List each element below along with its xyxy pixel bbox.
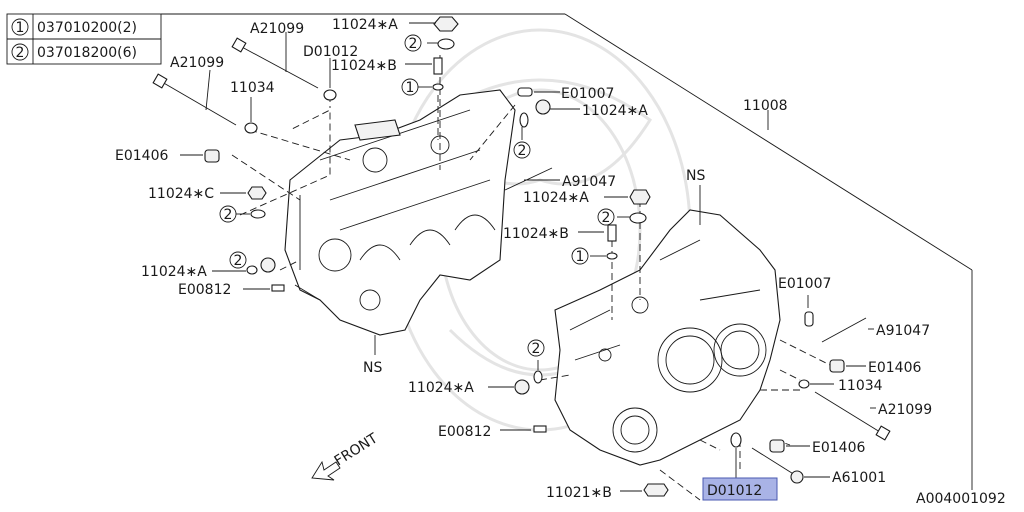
label-11024a-upper-right: 11024∗A — [582, 103, 648, 119]
nut-11024a-mid — [629, 189, 651, 205]
frame-lines — [161, 13, 973, 490]
bolt-11024b-mid — [607, 224, 617, 242]
label-11024b-top: 11024∗B — [331, 58, 397, 74]
oring-top — [432, 83, 444, 91]
callout-labels: A21099 A21099 11034 D01012 11024∗A 11024… — [115, 17, 1006, 507]
long-bolt-top — [231, 37, 319, 89]
front-label: FRONT — [332, 430, 381, 469]
long-bolt-left — [152, 73, 237, 126]
label-ns-right: NS — [686, 168, 705, 184]
label-e01007-top: E01007 — [561, 86, 614, 102]
dowel-e01007-top — [517, 87, 533, 97]
circle-2-b: 2 — [224, 207, 233, 223]
washer-11024c — [250, 209, 266, 219]
label-a21099-right: A21099 — [878, 402, 932, 418]
washer-bottom — [533, 370, 543, 384]
circle-2-c: 2 — [602, 210, 611, 226]
plug-e01406-right2 — [769, 439, 785, 453]
label-d01012-highlight: D01012 — [707, 483, 762, 499]
label-11024a-bottom: 11024∗A — [408, 380, 474, 396]
circle-2-a: 2 — [518, 143, 527, 159]
label-11024c: 11024∗C — [148, 186, 214, 202]
washer-top — [437, 38, 455, 50]
label-ns-left: NS — [363, 360, 382, 376]
washer-d01012-bottom — [730, 432, 742, 448]
circle-1-top: 1 — [406, 80, 415, 96]
washer-mid — [629, 212, 647, 224]
plug-11021b — [643, 483, 669, 497]
circle-2-d: 2 — [234, 253, 243, 269]
label-a91047-top: A91047 — [562, 174, 616, 190]
label-11034-right: 11034 — [838, 378, 883, 394]
washer-11034-left — [244, 122, 258, 134]
nut-11024a-left — [260, 257, 276, 273]
legend-part-2: 037018200(6) — [37, 45, 137, 61]
label-e01406-left: E01406 — [115, 148, 168, 164]
highlighted-callout[interactable]: D01012 — [702, 477, 778, 501]
nut-11024c — [247, 186, 267, 200]
legend-table: 1 2 037010200(2) 037018200(6) — [6, 13, 162, 65]
plug-e01406-right1 — [829, 359, 845, 373]
crankcase-right-half — [554, 209, 781, 466]
label-d01012-top: D01012 — [303, 44, 358, 60]
nut-11024a-bottom — [514, 379, 530, 395]
washer-11034-right — [798, 379, 810, 389]
label-11024a-top: 11024∗A — [332, 17, 398, 33]
plug-e01406-left — [204, 149, 220, 163]
circle-1-mid: 1 — [576, 249, 585, 265]
legend-part-1: 037010200(2) — [37, 20, 137, 36]
oring-mid — [606, 252, 618, 260]
dowel-e01007-right — [804, 311, 814, 327]
crankcase-left-half — [284, 89, 516, 336]
circle-2-top: 2 — [409, 36, 418, 52]
label-11021b: 11021∗B — [546, 485, 612, 501]
label-ref-id: A004001092 — [916, 491, 1006, 507]
washer-left — [246, 265, 258, 275]
label-a21099-left: A21099 — [170, 55, 224, 71]
label-11034-left: 11034 — [230, 80, 275, 96]
label-e01406-right1: E01406 — [868, 360, 921, 376]
bolt-a61001 — [790, 470, 804, 484]
label-e01007-right: E01007 — [778, 276, 831, 292]
legend-num-1: 1 — [16, 20, 25, 36]
label-a61001: A61001 — [832, 470, 886, 486]
label-11024a-mid: 11024∗A — [523, 190, 589, 206]
legend-num-2: 2 — [16, 45, 25, 61]
washer-d01012-top — [323, 89, 337, 101]
label-11008: 11008 — [743, 98, 788, 114]
label-a21099-top: A21099 — [250, 21, 304, 37]
label-e01406-right2: E01406 — [812, 440, 865, 456]
label-e00812-bottom: E00812 — [438, 424, 491, 440]
front-arrow: FRONT — [311, 430, 381, 481]
label-e00812-left: E00812 — [178, 282, 231, 298]
small-parts — [152, 16, 891, 497]
washer-upper-right — [519, 112, 529, 128]
bolt-11024b-top — [433, 57, 443, 75]
label-a91047-right: A91047 — [876, 323, 930, 339]
label-11024b-mid: 11024∗B — [503, 226, 569, 242]
label-11024a-left: 11024∗A — [141, 264, 207, 280]
circle-2-e: 2 — [532, 341, 541, 357]
dashed-guides-left — [231, 55, 516, 271]
circled-refs: 2 1 2 2 2 1 2 2 — [219, 34, 615, 357]
leader-lines — [180, 22, 876, 492]
nut-11024a-top — [433, 16, 459, 32]
nut-11024a-upper-right — [535, 99, 551, 115]
pin-e00812-bottom — [533, 425, 547, 433]
pin-e00812-left — [271, 284, 285, 292]
